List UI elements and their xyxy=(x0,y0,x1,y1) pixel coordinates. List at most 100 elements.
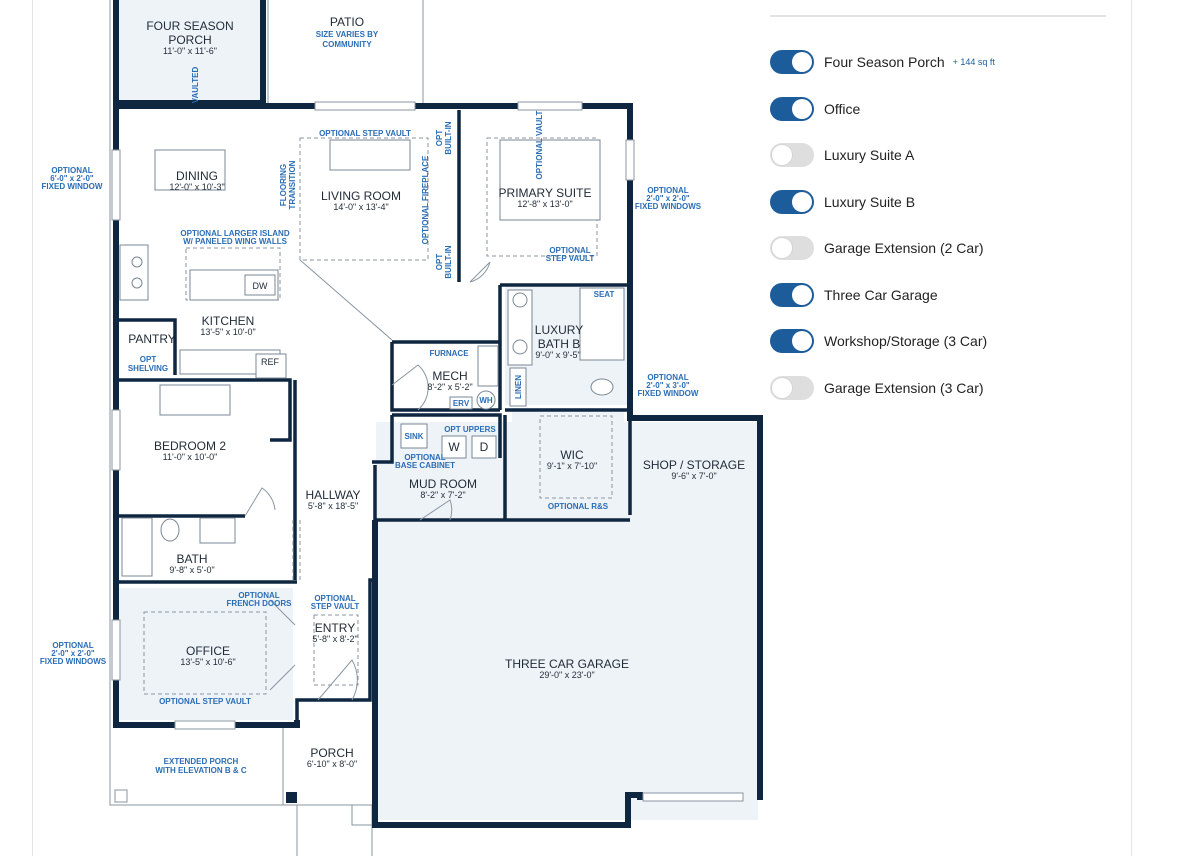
toggle-switch[interactable] xyxy=(770,283,814,307)
option-label: Luxury Suite A xyxy=(824,147,915,163)
dishwasher xyxy=(244,274,276,296)
toggle-switch[interactable] xyxy=(770,329,814,353)
wic-label: WIC xyxy=(560,448,584,462)
entry-label: ENTRY xyxy=(315,621,355,635)
panel-divider xyxy=(770,15,1106,17)
laundry-sink xyxy=(400,423,428,449)
french-doors xyxy=(269,599,296,691)
bed xyxy=(499,139,601,221)
seat-label: SEAT xyxy=(594,290,615,299)
sink xyxy=(512,339,528,355)
option-workshop-storage-3-car[interactable]: Workshop/Storage (3 Car) xyxy=(770,328,987,354)
entry-vault-note-1: OPTIONAL xyxy=(314,594,355,603)
window-dining xyxy=(111,149,121,221)
dining-table xyxy=(154,149,226,191)
hallway-label: HALLWAY xyxy=(305,488,360,502)
door-mech xyxy=(391,364,429,411)
washer xyxy=(441,435,467,459)
option-label: Four Season Porch xyxy=(824,54,945,70)
four-season-porch-area xyxy=(118,0,263,103)
door-primary xyxy=(469,261,491,283)
entry-dim: 5'-8" x 8'-2" xyxy=(312,634,357,644)
option-label: Luxury Suite B xyxy=(824,194,916,210)
office-vault-note: OPTIONAL STEP VAULT xyxy=(159,697,251,706)
mech-dim: 8'-2" x 5'-2" xyxy=(427,382,472,392)
three-car-garage-dim: 29'-0" x 23'-0" xyxy=(539,670,594,680)
dryer xyxy=(471,435,497,459)
toggle-knob xyxy=(792,52,812,72)
opt-uppers-label: OPT UPPERS xyxy=(444,425,496,434)
vanity xyxy=(199,517,236,544)
pantry-opt-1: OPT xyxy=(140,355,157,364)
page-frame-left xyxy=(32,0,33,856)
option-office[interactable]: Office xyxy=(770,96,860,122)
flooring-note-2: TRANSITION xyxy=(288,160,297,209)
builtin-bottom-2: BUILT-IN xyxy=(444,245,453,278)
ref-label: REF xyxy=(261,357,280,367)
option-three-car-garage[interactable]: Three Car Garage xyxy=(770,282,938,308)
burner xyxy=(131,277,143,289)
porch-outline xyxy=(283,804,373,856)
toggle-knob xyxy=(792,192,812,212)
window-primary-note-3: FIXED WINDOWS xyxy=(635,202,702,211)
sink xyxy=(512,292,528,308)
toggle-switch[interactable] xyxy=(770,190,814,214)
porch-step xyxy=(351,805,372,826)
toggle-switch[interactable] xyxy=(770,376,814,400)
toggle-switch[interactable] xyxy=(770,97,814,121)
dryer-label: D xyxy=(480,440,489,454)
porch-column xyxy=(114,789,128,803)
three-car-garage-label: THREE CAR GARAGE xyxy=(505,657,629,671)
option-garage-extension-3-car[interactable]: Garage Extension (3 Car) xyxy=(770,375,984,401)
sink-label: SINK xyxy=(404,432,423,441)
furnace-unit xyxy=(477,345,499,387)
toggle-switch[interactable] xyxy=(770,143,814,167)
dw-label: DW xyxy=(253,281,268,291)
luxury-bath-label-2: BATH B xyxy=(538,337,580,351)
hallway-dim: 5'-8" x 18'-5" xyxy=(308,501,358,511)
kitchen-dim: 13'-5" x 10'-0" xyxy=(200,327,255,337)
window-office-note-2: 2'-0" x 2'-0" xyxy=(51,649,95,658)
option-four-season-porch[interactable]: Four Season Porch + 144 sq ft xyxy=(770,49,995,75)
primary-vault-note: OPTIONAL VAULT xyxy=(535,110,544,179)
bath-walls xyxy=(498,285,632,515)
living-kitchen-line xyxy=(299,259,393,341)
bedroom-2-label: BEDROOM 2 xyxy=(154,439,226,453)
toggle-knob xyxy=(772,238,792,258)
office-north-wall xyxy=(116,318,297,584)
office-area xyxy=(115,588,293,720)
option-luxury-suite-b[interactable]: Luxury Suite B xyxy=(770,189,915,215)
toggle-knob xyxy=(792,285,812,305)
builtin-top-2: BUILT-IN xyxy=(444,121,453,154)
garage-south-wall xyxy=(372,520,643,828)
option-luxury-suite-a[interactable]: Luxury Suite A xyxy=(770,142,914,168)
door-bath xyxy=(244,487,276,517)
window-bath-note-2: 2'-0" x 3'-0" xyxy=(646,381,690,390)
dining-label: DINING xyxy=(176,169,218,183)
window-primary-side xyxy=(625,139,635,181)
option-garage-extension-2-car[interactable]: Garage Extension (2 Car) xyxy=(770,235,984,261)
option-label: Office xyxy=(824,101,861,117)
window-dining-note-2: 6'-0" x 2'-0" xyxy=(50,174,94,183)
window-dining-note-1: OPTIONAL xyxy=(51,166,92,175)
option-label: Garage Extension (3 Car) xyxy=(824,380,984,396)
optional-rs-outline xyxy=(539,415,613,499)
north-wall xyxy=(116,103,633,410)
optional-rs-label: OPTIONAL R&S xyxy=(548,502,609,511)
entry-vault-note-2: STEP VAULT xyxy=(311,602,360,611)
washer-label: W xyxy=(448,440,460,454)
primary-step-vault-2: STEP VAULT xyxy=(546,254,595,263)
furnace-label: FURNACE xyxy=(429,349,469,358)
french-doors-note-2: FRENCH DOORS xyxy=(227,599,293,608)
toggle-switch[interactable] xyxy=(770,236,814,260)
toggle-switch[interactable] xyxy=(770,50,814,74)
primary-suite-dim: 12'-8" x 13'-0" xyxy=(517,199,572,209)
linen-label: LINEN xyxy=(514,375,523,399)
mud-room-label: MUD ROOM xyxy=(409,477,477,491)
base-cabinet-note-1: OPTIONAL xyxy=(404,453,445,462)
toilet-bath-b xyxy=(590,378,614,396)
option-label: Workshop/Storage (3 Car) xyxy=(824,333,988,349)
kitchen-label: KITCHEN xyxy=(202,314,255,328)
four-season-porch-label: FOUR SEASON xyxy=(146,19,233,33)
wic-area xyxy=(512,408,624,513)
